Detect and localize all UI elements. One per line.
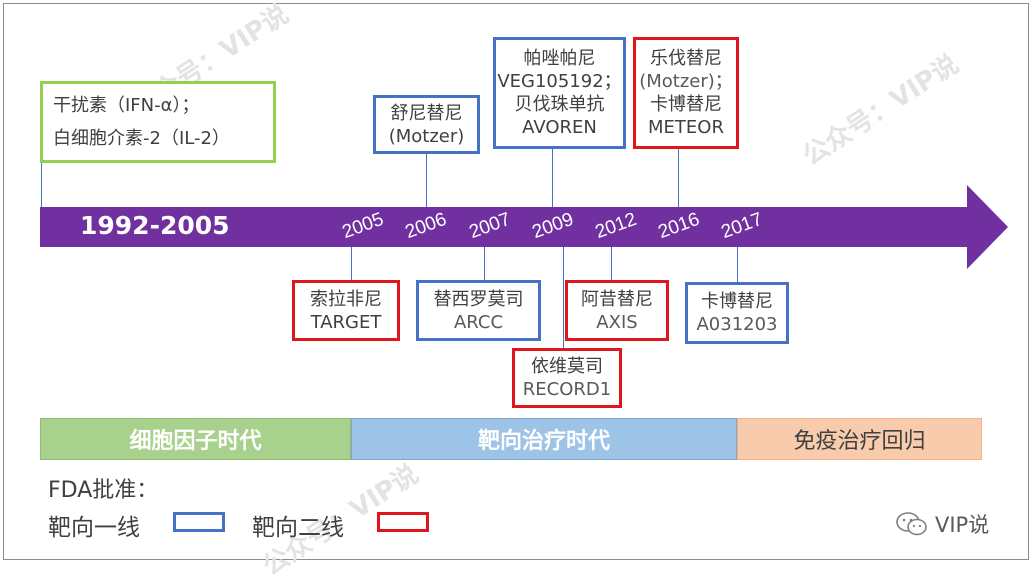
- connector-line: [678, 148, 679, 207]
- cytokine-drugs-box: 干扰素（IFN-α）； 白细胞介素-2（IL-2）: [40, 81, 276, 163]
- box-line: AVOREN: [522, 117, 597, 138]
- connector-line: [351, 247, 352, 281]
- box-line: 乐伐替尼: [650, 48, 722, 69]
- lenvatinib-cabozantinib-box: 乐伐替尼 (Motzer)； 卡博替尼 METEOR: [633, 37, 739, 149]
- legend-second-line-label: 靶向二线: [252, 515, 344, 541]
- box-line: 替西罗莫司: [433, 288, 524, 310]
- era-cytokine: 细胞因子时代: [40, 418, 351, 460]
- box-line: VEG105192；: [497, 71, 622, 92]
- box-line: RECORD1: [522, 379, 612, 400]
- connector-line: [737, 247, 738, 283]
- box-line: A031203: [696, 314, 778, 335]
- legend-title: FDA批准：: [48, 478, 159, 503]
- timeline-arrow: [40, 185, 1008, 269]
- connector-line: [552, 148, 553, 207]
- connector-line: [426, 153, 427, 207]
- box-line: 舒尼替尼: [390, 102, 463, 124]
- box-line: AXIS: [596, 311, 638, 333]
- box-line: 帕唑帕尼: [523, 48, 596, 69]
- legend-first-line-swatch: [173, 512, 225, 532]
- connector-line: [563, 247, 564, 349]
- box-line: 卡博替尼: [701, 291, 773, 312]
- connector-line: [611, 247, 612, 281]
- axitinib-box: 阿昔替尼 AXIS: [565, 280, 669, 341]
- era-targeted: 靶向治疗时代: [351, 418, 737, 460]
- box-line: 索拉非尼: [310, 288, 382, 310]
- cabozantinib-box: 卡博替尼 A031203: [685, 282, 789, 344]
- box-line: 依维莫司: [531, 356, 603, 377]
- era-immunotherapy: 免疫治疗回归: [737, 418, 982, 460]
- wechat-icon: [896, 512, 927, 536]
- box-line: (Motzer)；: [639, 71, 733, 92]
- box-line: TARGET: [310, 311, 382, 333]
- connector-line: [484, 247, 485, 281]
- box-line: 贝伐珠单抗: [514, 94, 605, 115]
- temsirolimus-box: 替西罗莫司 ARCC: [416, 280, 541, 341]
- box-line: 白细胞介素-2（IL-2）: [53, 128, 230, 149]
- figure-frame: [3, 3, 1029, 560]
- brand-text: VIP说: [935, 513, 990, 537]
- box-line: METEOR: [648, 117, 724, 138]
- box-line: 阿昔替尼: [581, 288, 653, 310]
- pazopanib-bevacizumab-box: 帕唑帕尼 VEG105192； 贝伐珠单抗 AVOREN: [493, 37, 626, 149]
- box-line: (Motzer): [388, 125, 465, 147]
- box-line: 干扰素（IFN-α）；: [53, 95, 200, 116]
- legend-first-line-label: 靶向一线: [48, 515, 140, 541]
- legend-second-line-swatch: [377, 512, 429, 532]
- everolimus-box: 依维莫司 RECORD1: [512, 348, 622, 408]
- sunitinib-box: 舒尼替尼 (Motzer): [373, 95, 480, 154]
- sorafenib-box: 索拉非尼 TARGET: [292, 280, 400, 341]
- box-line: 卡博替尼: [650, 94, 722, 115]
- connector-line: [41, 163, 42, 207]
- box-line: ARCC: [453, 311, 504, 333]
- brand: VIP说: [895, 509, 989, 539]
- timeline-start-label: 1992-2005: [80, 211, 230, 240]
